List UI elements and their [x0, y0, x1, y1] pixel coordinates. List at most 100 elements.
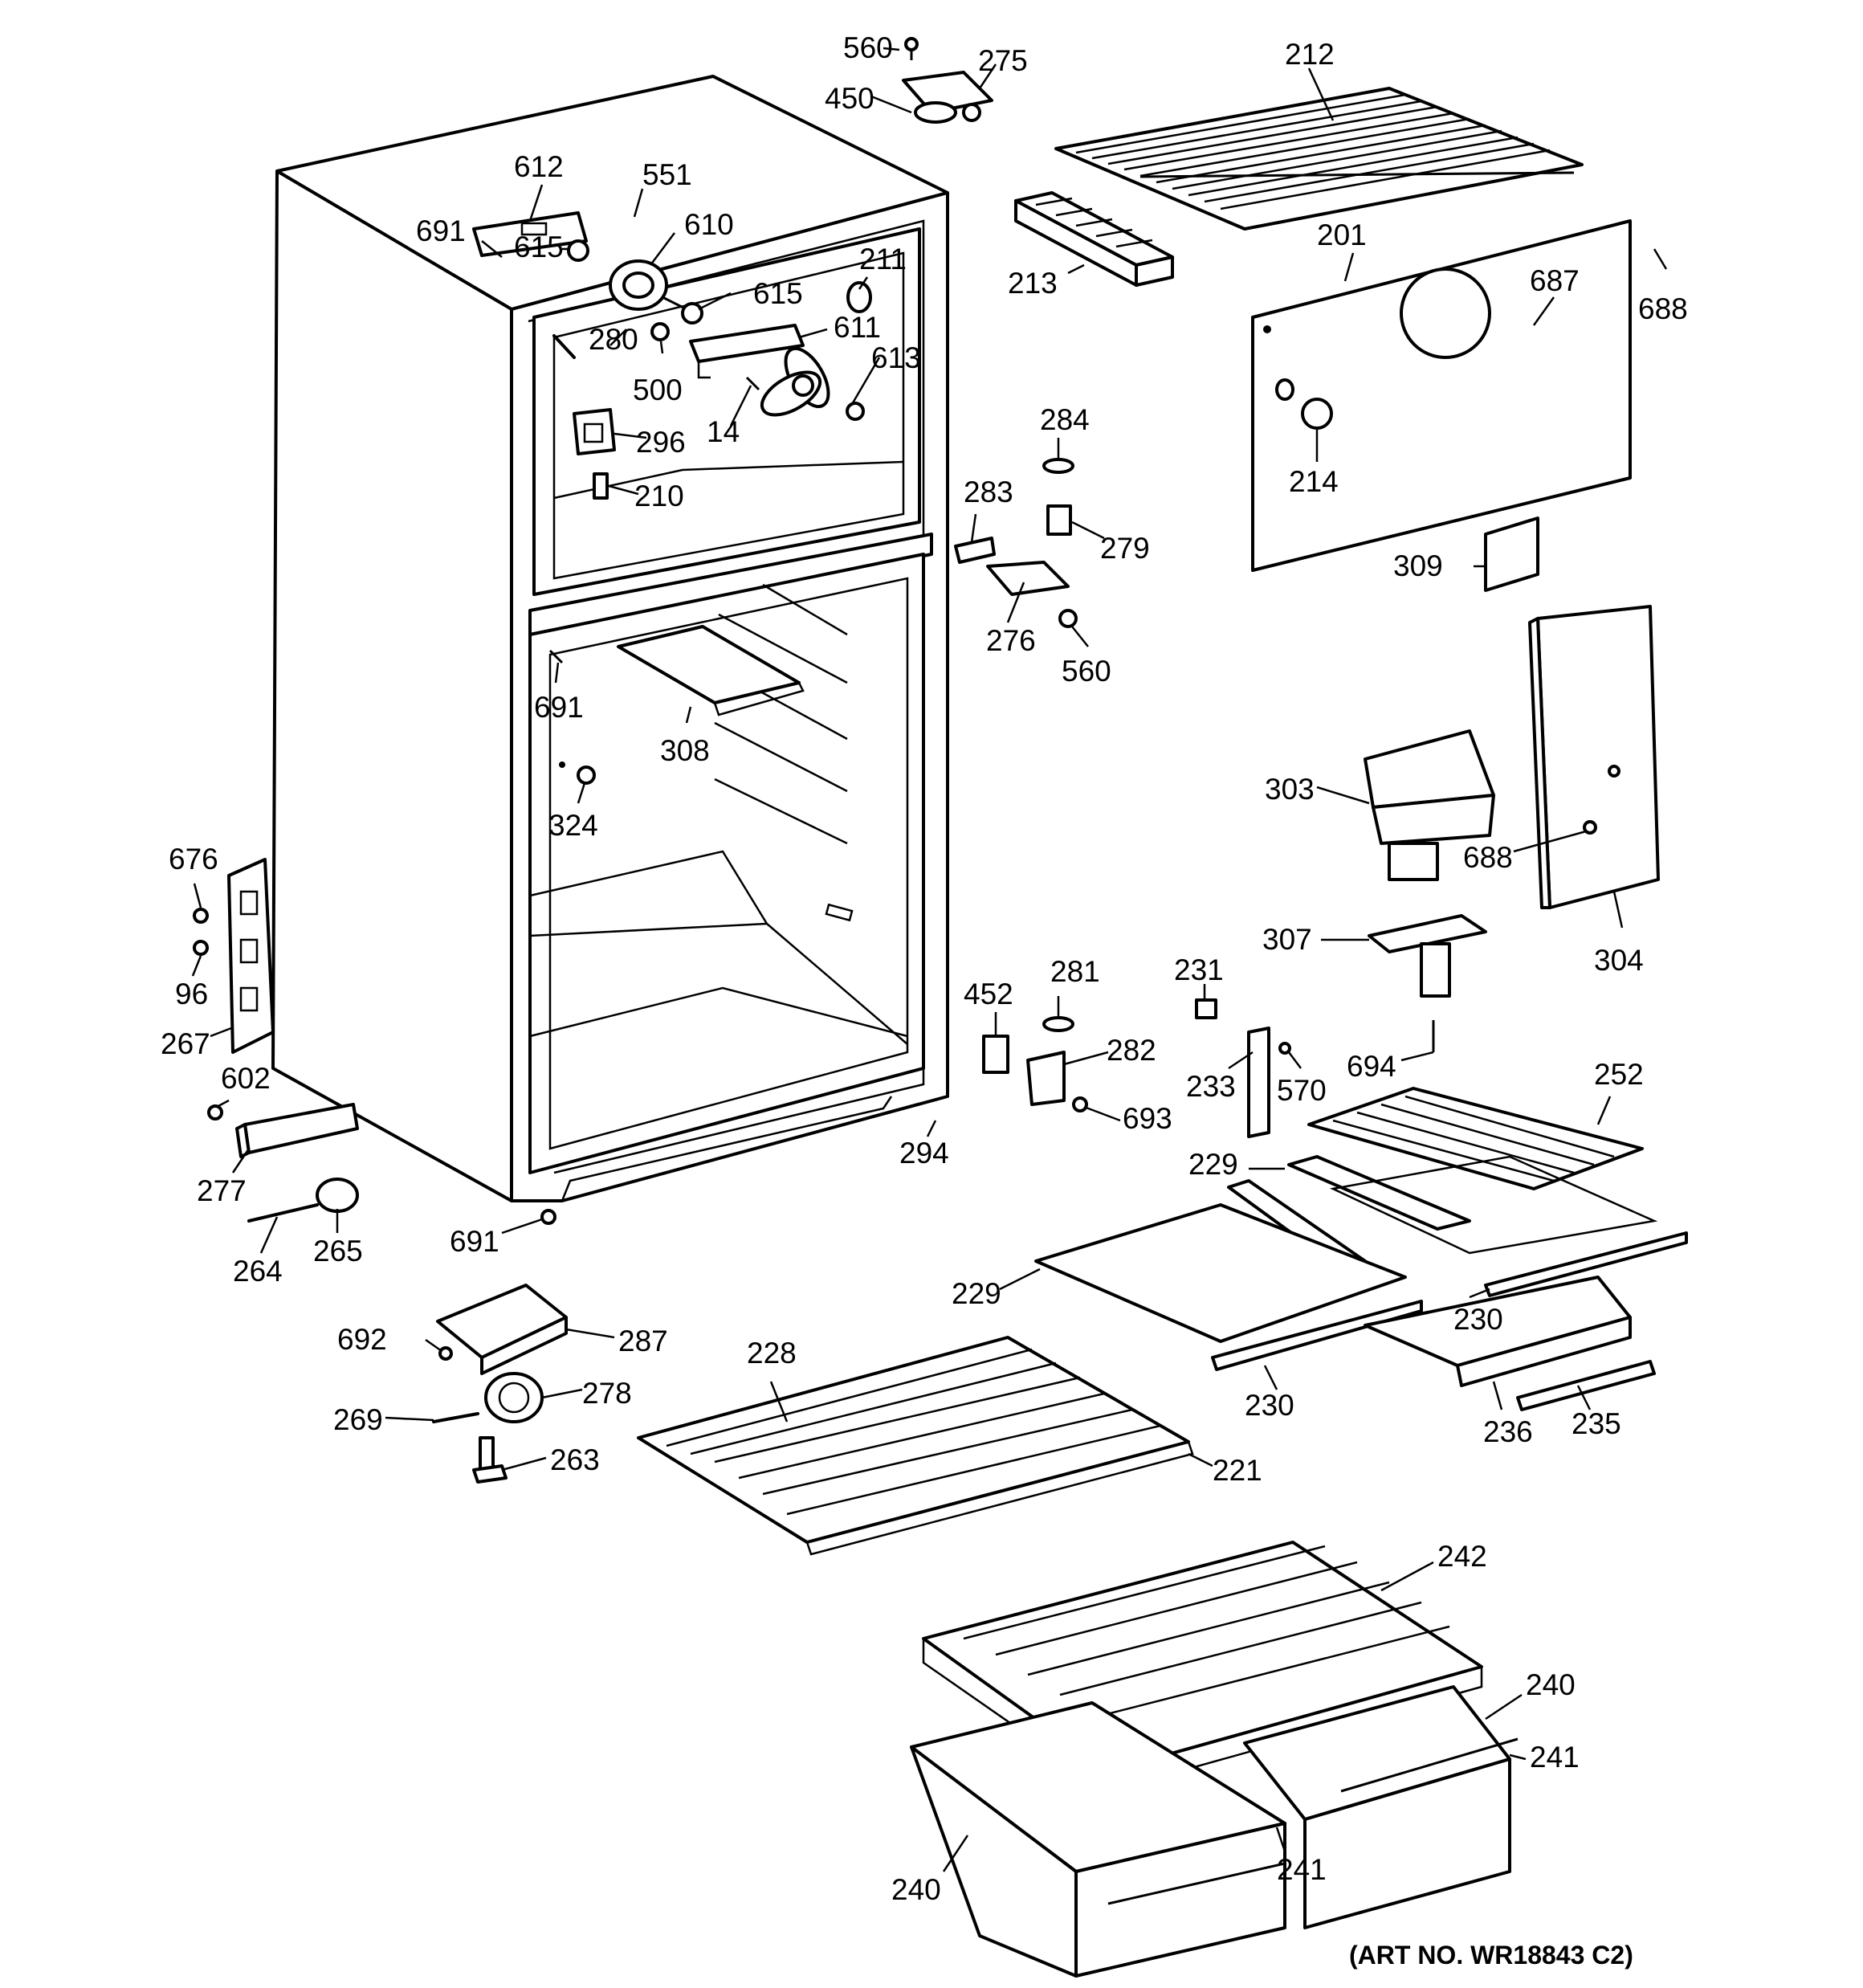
callout-284: 284: [1040, 403, 1090, 436]
callout-201: 201: [1317, 218, 1367, 251]
callout-212: 212: [1285, 38, 1335, 71]
callout-691-c: 691: [450, 1225, 499, 1258]
callout-228: 228: [747, 1337, 797, 1370]
rail-230a: [1211, 1300, 1423, 1371]
callout-278: 278: [582, 1377, 632, 1410]
callout-240-b: 240: [891, 1873, 941, 1906]
rail-230b: [1484, 1231, 1688, 1297]
callout-450: 450: [825, 82, 874, 115]
callout-265: 265: [313, 1235, 363, 1268]
callout-694: 694: [1347, 1050, 1396, 1083]
callout-688: 688: [1638, 292, 1688, 325]
evaporator-cover-panel: [1251, 219, 1632, 572]
crisper-pan-236: [1364, 1276, 1632, 1387]
callout-560-b: 560: [1062, 655, 1111, 688]
callout-691: 691: [416, 214, 466, 247]
crisper-drawer-left: [910, 1701, 1286, 1978]
callout-240: 240: [1526, 1668, 1576, 1701]
callout-235: 235: [1572, 1407, 1621, 1440]
callout-692: 692: [337, 1323, 387, 1356]
callout-242: 242: [1437, 1540, 1487, 1573]
callout-287: 287: [618, 1325, 668, 1357]
fresh-food-parts: [548, 625, 805, 785]
callout-687: 687: [1530, 264, 1580, 297]
callout-613: 613: [871, 341, 921, 374]
callout-303: 303: [1265, 773, 1315, 806]
callout-230: 230: [1453, 1303, 1503, 1336]
callout-500: 500: [633, 374, 683, 406]
callout-96: 96: [175, 978, 208, 1010]
callout-615-b: 615: [753, 277, 803, 310]
callout-676: 676: [169, 843, 218, 876]
freezer-fan-assembly: [472, 211, 872, 500]
callout-229-b: 229: [952, 1277, 1001, 1310]
dispenser-parts: [1364, 605, 1660, 1052]
callout-615: 615: [514, 231, 564, 263]
art-number: (ART NO. WR18843 C2): [1349, 1941, 1633, 1970]
leader-lines: [191, 47, 1668, 1872]
callout-241-b: 241: [1277, 1853, 1327, 1886]
callout-277: 277: [197, 1174, 247, 1207]
callout-214: 214: [1289, 465, 1339, 498]
callout-14: 14: [707, 415, 740, 448]
callout-263: 263: [550, 1443, 600, 1476]
callout-233: 233: [1186, 1070, 1236, 1103]
callout-236: 236: [1483, 1415, 1533, 1448]
callout-252: 252: [1594, 1058, 1644, 1091]
callout-276: 276: [986, 624, 1036, 657]
top-hinge: [902, 37, 993, 124]
callout-labels: 560 275 450 212 612 551 691 615 610 211 …: [161, 31, 1688, 1906]
callout-229: 229: [1188, 1148, 1238, 1181]
callout-610: 610: [684, 208, 734, 241]
callout-308: 308: [660, 734, 710, 767]
callout-691-b: 691: [534, 691, 584, 724]
callout-210: 210: [634, 480, 684, 512]
callout-264: 264: [233, 1255, 283, 1288]
callout-693: 693: [1123, 1102, 1172, 1135]
callout-324: 324: [548, 809, 598, 842]
callout-280: 280: [589, 323, 638, 356]
bottom-hinge-and-roller: [432, 1284, 568, 1484]
callout-294: 294: [899, 1137, 949, 1170]
callout-570: 570: [1277, 1074, 1327, 1107]
callout-602: 602: [221, 1062, 271, 1095]
callout-221: 221: [1213, 1454, 1262, 1487]
ice-tray: [1014, 191, 1174, 287]
callout-307: 307: [1262, 923, 1312, 956]
callout-231: 231: [1174, 953, 1224, 986]
callout-282: 282: [1107, 1034, 1156, 1067]
callout-279: 279: [1100, 532, 1150, 565]
callout-230-b: 230: [1245, 1389, 1294, 1422]
label-plate: [1484, 516, 1539, 592]
freezer-wire-shelf: [1054, 87, 1584, 231]
callout-551: 551: [642, 158, 692, 191]
callout-296: 296: [636, 426, 686, 459]
callout-281: 281: [1050, 955, 1100, 988]
wire-shelf-228: [637, 1336, 1194, 1556]
callout-560: 560: [843, 31, 893, 64]
callout-283: 283: [964, 476, 1013, 508]
center-hinge: [954, 458, 1078, 628]
callout-688-b: 688: [1463, 841, 1513, 874]
callout-612: 612: [514, 150, 564, 183]
glass-shelf-252: [1307, 1087, 1644, 1190]
callout-304: 304: [1594, 944, 1644, 977]
callout-611: 611: [834, 311, 881, 344]
refrigerator-cabinet: [271, 75, 949, 1202]
shelf-frame-229: [1034, 1155, 1658, 1343]
crisper-drawer-right: [1243, 1685, 1519, 1929]
lower-center-hinge: [982, 1016, 1088, 1112]
trim-235: [1516, 1360, 1656, 1411]
callout-269: 269: [333, 1403, 383, 1436]
callout-213: 213: [1008, 267, 1058, 300]
callout-211: 211: [859, 243, 907, 276]
callout-309: 309: [1393, 549, 1443, 582]
callout-267: 267: [161, 1027, 210, 1060]
callout-275: 275: [978, 44, 1028, 77]
callout-452: 452: [964, 978, 1013, 1010]
left-side-hardware: [193, 858, 556, 1225]
shelf-supports: [1195, 998, 1291, 1138]
callout-241: 241: [1530, 1741, 1580, 1774]
